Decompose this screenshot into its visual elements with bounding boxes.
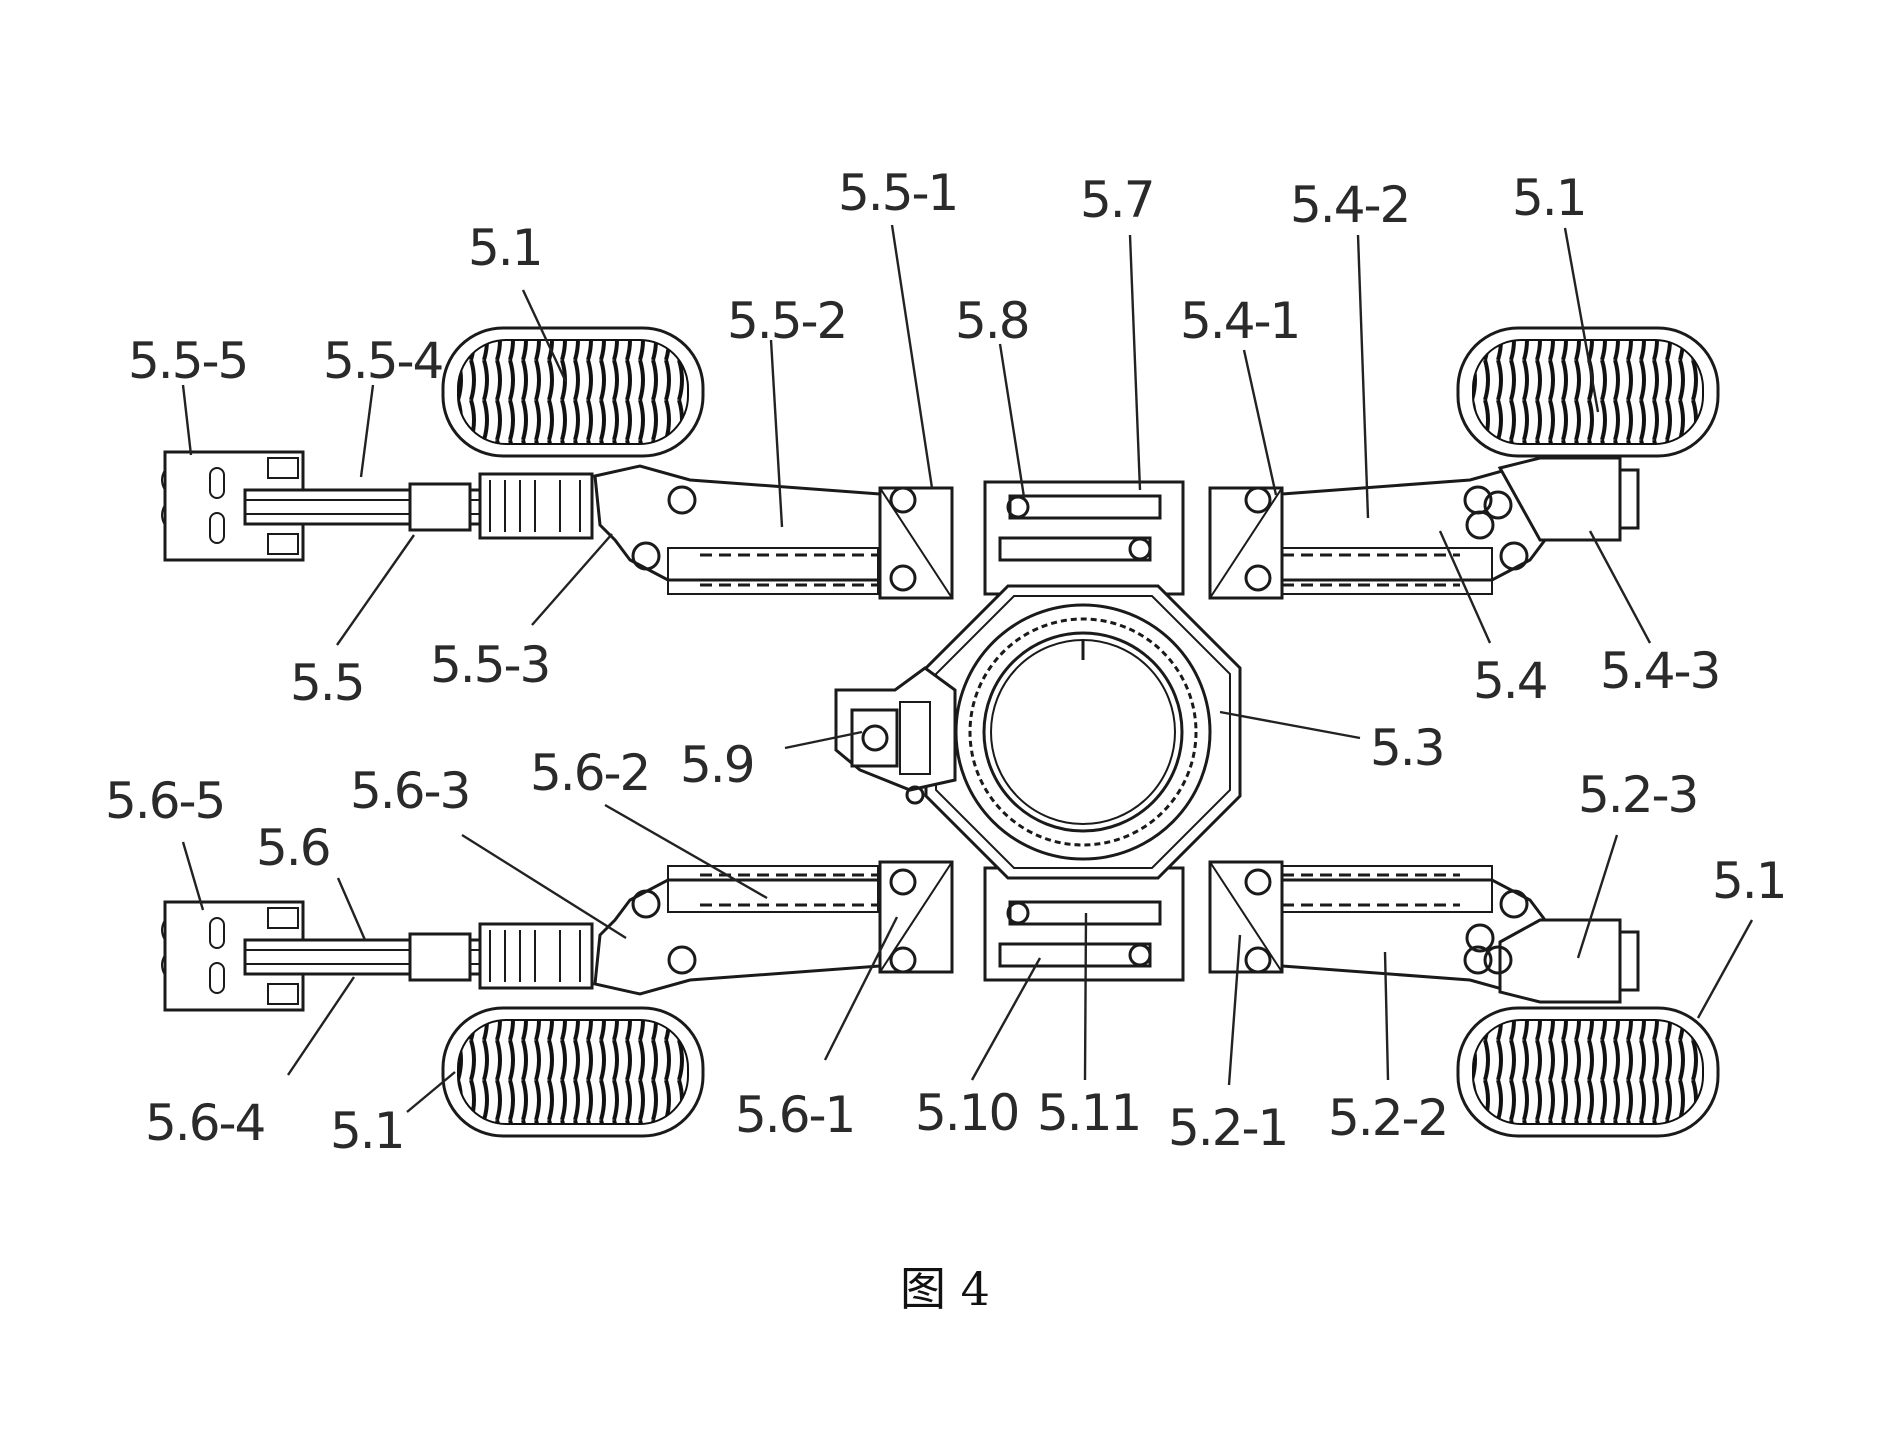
bottom-right-joint: [1208, 860, 1284, 974]
side-motor-unit: [834, 666, 957, 805]
top-center-cylinder-block: [983, 480, 1185, 596]
wheel-top-right: [1456, 326, 1720, 458]
top-left-arm: [593, 464, 882, 595]
label-5-5-4: 5.5-4: [323, 332, 442, 390]
label-5-4-1: 5.4-1: [1180, 292, 1299, 350]
label-5-1-bottom-left: 5.1: [330, 1102, 404, 1160]
central-octagon-frame: [924, 584, 1242, 880]
label-5-4: 5.4: [1473, 652, 1547, 710]
label-5-6-3: 5.6-3: [350, 762, 469, 820]
label-5-7: 5.7: [1080, 171, 1154, 229]
label-5-10: 5.10: [915, 1084, 1018, 1142]
label-5-5-1: 5.5-1: [838, 164, 957, 222]
bottom-right-mount: [1465, 918, 1640, 1004]
label-5-2-3: 5.2-3: [1578, 766, 1697, 824]
top-left-joint: [878, 486, 954, 600]
label-5-6-1: 5.6-1: [735, 1086, 854, 1144]
wheel-bottom-right: [1456, 1006, 1720, 1138]
label-5-5-3: 5.5-3: [430, 636, 549, 694]
wheel-top-left: [441, 326, 705, 458]
bottom-center-cylinder-block: [983, 866, 1185, 982]
label-5-9: 5.9: [680, 736, 754, 794]
label-5-6-4: 5.6-4: [145, 1094, 264, 1152]
label-5-6-2: 5.6-2: [530, 744, 649, 802]
label-5-6-5: 5.6-5: [105, 772, 224, 830]
part-labels: 5.5-5 5.5-4 5.1 5.5-2 5.5-1 5.8 5.7 5.4-…: [105, 164, 1788, 1160]
label-5-6: 5.6: [256, 819, 330, 877]
label-5-5-2: 5.5-2: [727, 292, 846, 350]
top-right-arm: [1280, 464, 1567, 595]
bottom-left-arm: [593, 865, 882, 996]
label-5-2-2: 5.2-2: [1328, 1089, 1447, 1147]
top-left-cylinder: [243, 472, 594, 540]
label-5-4-3: 5.4-3: [1600, 642, 1719, 700]
wheel-bottom-left: [441, 1006, 705, 1138]
bottom-left-cylinder: [243, 922, 594, 990]
top-right-mount: [1465, 456, 1640, 542]
label-5-1-top-left: 5.1: [468, 219, 542, 277]
label-5-1-top-right: 5.1: [1512, 169, 1586, 227]
top-right-joint: [1208, 486, 1284, 600]
label-5-3: 5.3: [1370, 719, 1444, 777]
label-5-11: 5.11: [1037, 1084, 1140, 1142]
label-5-2-1: 5.2-1: [1168, 1099, 1287, 1157]
figure-caption: 图 4: [900, 1262, 990, 1316]
label-5-8: 5.8: [955, 292, 1029, 350]
label-5-4-2: 5.4-2: [1290, 176, 1409, 234]
bottom-right-arm: [1280, 865, 1567, 996]
leader-lines: [181, 224, 1754, 1113]
label-5-5-5: 5.5-5: [128, 332, 247, 390]
bottom-left-joint: [878, 860, 954, 974]
label-5-1-bottom-right: 5.1: [1712, 852, 1786, 910]
label-5-5: 5.5: [290, 654, 364, 712]
